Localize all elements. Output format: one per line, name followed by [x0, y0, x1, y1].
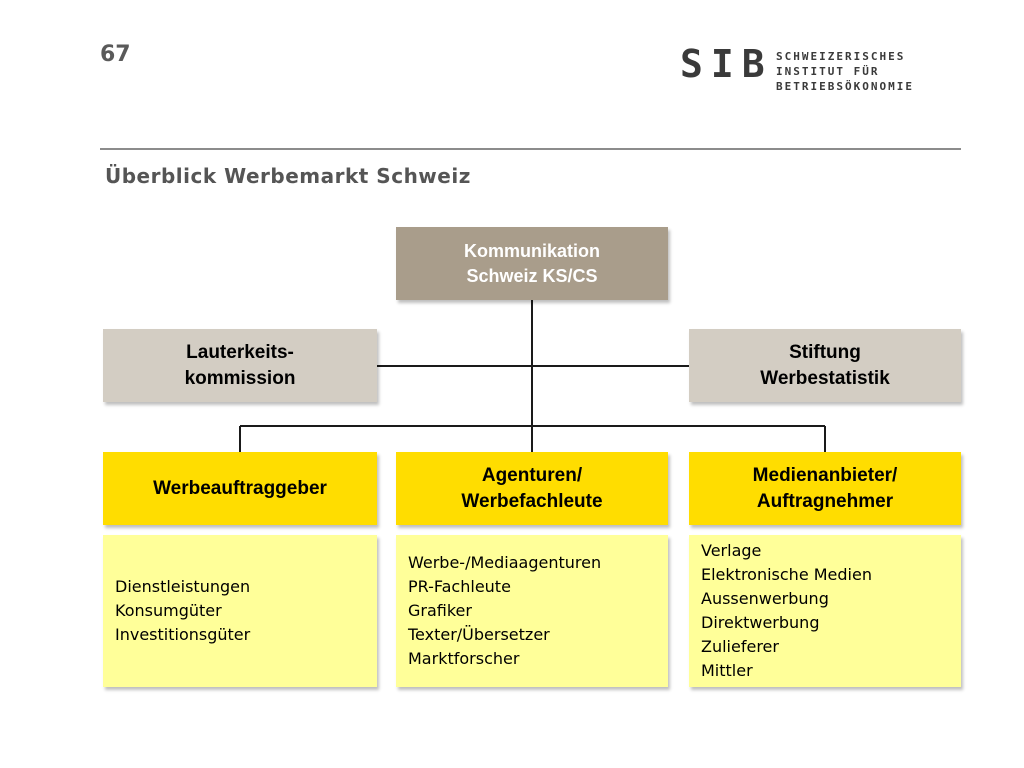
list-item: Aussenwerbung	[701, 589, 829, 608]
page-title: Überblick Werbemarkt Schweiz	[105, 164, 471, 188]
list-item: Zulieferer	[701, 637, 779, 656]
box-label-line: Auftragnehmer	[756, 490, 894, 512]
list-item: Grafiker	[408, 601, 472, 620]
medienanbieter-list: Verlage Elektronische Medien Aussenwerbu…	[689, 535, 961, 687]
list-item: Marktforscher	[408, 649, 520, 668]
box-label-line: Werbefachleute	[461, 490, 603, 512]
list-item: Konsumgüter	[115, 601, 222, 620]
box-label-line: Werbeauftraggeber	[153, 477, 327, 499]
logo-mark: SIB	[680, 42, 773, 86]
page-number: 67	[100, 42, 131, 67]
stiftung-werbestatistik-box: Stiftung Werbestatistik	[689, 329, 961, 402]
werbeauftraggeber-list: Dienstleistungen Konsumgüter Investition…	[103, 535, 377, 687]
logo-line: SCHWEIZERISCHES	[776, 50, 906, 63]
werbeauftraggeber-box: Werbeauftraggeber	[103, 452, 377, 525]
list-item: Elektronische Medien	[701, 565, 872, 584]
list-item: Verlage	[701, 541, 762, 560]
list-item: Mittler	[701, 661, 753, 680]
medienanbieter-auftragnehmer-box: Medienanbieter/ Auftragnehmer	[689, 452, 961, 525]
logo-line: INSTITUT FÜR	[776, 65, 880, 78]
list-item: PR-Fachleute	[408, 577, 511, 596]
list-item: Werbe-/Mediaagenturen	[408, 553, 602, 572]
box-label-line: Lauterkeits-	[186, 341, 294, 363]
box-label-line: Medienanbieter/	[752, 464, 898, 486]
box-label-line: Stiftung	[789, 341, 861, 363]
box-label-line: Werbestatistik	[760, 367, 890, 389]
list-item: Investitionsgüter	[115, 625, 251, 644]
box-label-line: Agenturen/	[481, 464, 583, 486]
list-item: Direktwerbung	[701, 613, 820, 632]
agenturen-list: Werbe-/Mediaagenturen PR-Fachleute Grafi…	[396, 535, 668, 687]
box-label-line: kommission	[184, 367, 296, 389]
kommunikation-schweiz-box: Kommunikation Schweiz KS/CS	[396, 227, 668, 300]
header-divider	[100, 148, 961, 150]
logo-line: BETRIEBSÖKONOMIE	[776, 80, 914, 93]
logo-text: SCHWEIZERISCHES INSTITUT FÜR BETRIEBSÖKO…	[776, 49, 976, 94]
list-item: Dienstleistungen	[115, 577, 251, 596]
lauterkeitskommission-box: Lauterkeits- kommission	[103, 329, 377, 402]
box-label-line: Kommunikation	[463, 240, 600, 261]
list-item: Texter/Übersetzer	[408, 625, 550, 644]
agenturen-werbefachleute-box: Agenturen/ Werbefachleute	[396, 452, 668, 525]
box-label-line: Schweiz KS/CS	[466, 265, 598, 286]
